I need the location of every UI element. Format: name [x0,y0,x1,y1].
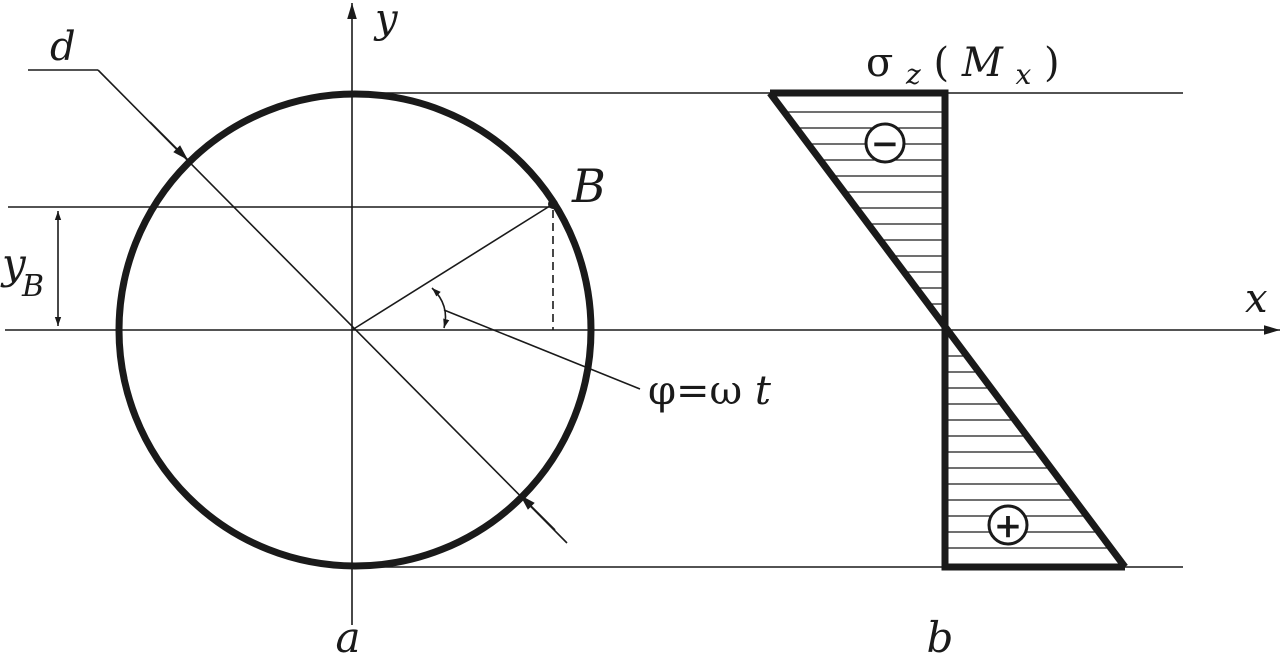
stress-diagram-bottom-outline [941,330,1125,571]
plus-sign-label: + [994,506,1023,546]
angle-label-main: φ=ω [648,368,742,414]
diameter-label: d [50,24,76,70]
caption-b: b [927,613,954,657]
minus-sign-circle [864,122,906,164]
stress-label-sigma: σ [866,40,893,86]
diameter-arrow-top [149,121,189,161]
cross-section-circle [115,90,595,570]
y-axis-label: y [373,0,399,42]
stress-distribution-line [767,90,1128,570]
stress-label-moment: M [961,40,1004,86]
x-axis-label: x [1245,276,1268,322]
stress-label: σ z ( M x ) [866,40,1060,94]
yb-label: y B [0,239,44,304]
angle-arc [431,287,450,329]
point-b-label: B [571,159,606,213]
diameter-arrow-bottom [519,494,556,531]
stress-label-sigma-sub: z [905,58,921,91]
angle-label-t: t [755,368,772,414]
angle-label: φ=ω t [648,368,772,414]
yb-label-subscript: B [21,269,44,304]
yb-label-main: y [0,239,27,288]
point-b-dot [548,199,558,209]
angle-leader [443,309,641,390]
stress-label-open-paren: ( [934,40,950,86]
caption-a: a [335,613,360,657]
plus-sign-circle [987,504,1029,546]
radius-to-b [351,203,554,331]
stress-label-moment-sub: x [1016,58,1032,91]
stress-label-close-paren: ) [1044,40,1060,86]
stress-diagram-top-outline [770,89,949,330]
minus-sign-label: − [871,124,900,164]
